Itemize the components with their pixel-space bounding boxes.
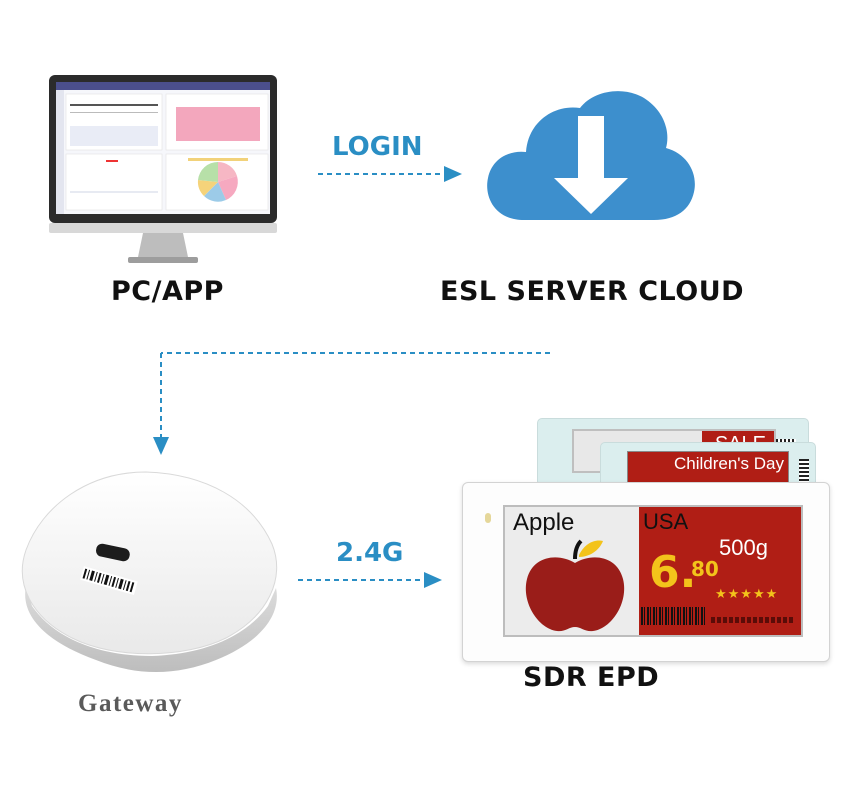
- middle-tag-barcode: [799, 459, 809, 485]
- gateway-device-illustration: [21, 471, 278, 672]
- pc-app-label: PC/APP: [111, 276, 224, 307]
- tag-price-decimal: 80: [691, 557, 719, 581]
- sdr-epd-label: SDR EPD: [523, 662, 660, 693]
- tag-price-integer: 6.: [649, 547, 697, 598]
- login-label: LOGIN: [332, 132, 423, 162]
- login-arrow: [318, 166, 462, 182]
- esl-server-cloud-label: ESL SERVER CLOUD: [440, 276, 745, 307]
- esl-tag-front: Apple USA 500g 6. 80 ★★★★★: [462, 482, 830, 662]
- tag-footer-text: [711, 617, 795, 623]
- pc-monitor-illustration: [49, 75, 277, 263]
- cloud-to-gateway-arrow: [153, 352, 550, 455]
- tag-price-panel: USA 500g 6. 80 ★★★★★: [639, 507, 801, 635]
- tag-product-name: Apple: [513, 509, 575, 536]
- middle-tag-promo-text: Children's Day: [673, 454, 784, 473]
- tag-weight: 500g: [719, 535, 768, 560]
- tag-barcode: [641, 607, 705, 625]
- cloud-download-icon: [487, 91, 695, 220]
- gateway-label: Gateway: [78, 690, 183, 717]
- tag-rating-stars: ★★★★★: [715, 587, 779, 602]
- gateway-to-epd-arrow: [298, 572, 442, 588]
- tag-origin: USA: [643, 509, 689, 534]
- tag-screen: Apple USA 500g 6. 80 ★★★★★: [503, 505, 803, 637]
- tag-led-indicator: [485, 513, 491, 523]
- radio-frequency-label: 2.4G: [336, 538, 404, 568]
- apple-icon: [525, 539, 625, 632]
